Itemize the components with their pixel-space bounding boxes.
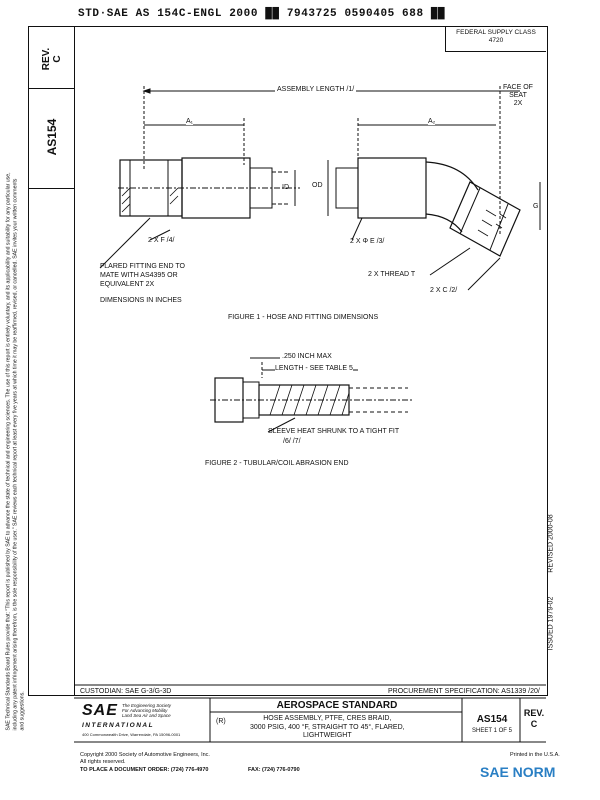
dimensions-note: DIMENSIONS IN INCHES [100,297,182,304]
copyright: Copyright 2000 Society of Automotive Eng… [80,752,210,758]
g-label: G [533,203,539,210]
arrow-left [142,88,151,94]
rights: All rights reserved. [80,759,126,765]
a2-label: A₂ [428,118,436,125]
watermark-logo: SAE NORM [480,764,556,780]
c-label: 2 X C /2/ [430,287,458,294]
length-label: LENGTH - SEE TABLE 5 [275,365,353,372]
flared-note: FLARED FITTING END TO MATE WITH AS4395 O… [100,263,185,288]
doc-number-title: AS154 [476,714,508,725]
printed-in: Printed in the U.S.A. [510,752,560,758]
rev-block-value: C [530,719,538,729]
sae-logo: SAE [82,702,118,719]
left-column [28,26,75,696]
federal-supply-box: FEDERAL SUPPLY CLASS 4720 [445,26,546,52]
order-line: TO PLACE A DOCUMENT ORDER: (724) 776-497… [80,767,209,773]
max-label: .250 INCH MAX [282,353,332,360]
sheet-number: SHEET 1 OF 5 [472,728,512,734]
sae-logo-block: SAE The Engineering Society For Advancin… [78,702,206,740]
drawing-frame [74,26,548,696]
a1-label: A₁ [186,118,194,125]
doc-number-cell: AS154 [28,88,74,189]
procurement-spec: PROCUREMENT SPECIFICATION: AS1339 /20/ [388,688,540,695]
issued-date: ISSUED 1979-02 [547,596,555,651]
id-label: ID [282,184,289,191]
document-title: HOSE ASSEMBLY, PTFE, CRES BRAID, 3000 PS… [250,715,405,739]
sleeve-label: SLEEVE HEAT SHRUNK TO A TIGHT FIT [268,428,400,435]
thread-label: 2 X THREAD T [368,271,416,278]
sae-international: INTERNATIONAL [82,722,155,729]
revised-date: REVISED 2000-08 [547,514,555,573]
figure1-caption: FIGURE 1 - HOSE AND FITTING DIMENSIONS [228,314,379,321]
assembly-length-label: ASSEMBLY LENGTH /1/ [275,86,357,93]
figure2-caption: FIGURE 2 - TUBULAR/COIL ABRASION END [205,460,349,467]
custodian: CUSTODIAN: SAE G-3/G-3D [80,688,172,695]
sae-address: 400 Commonwealth Drive, Warrendale, PA 1… [82,732,181,737]
f-label: 2 X F /4/ [148,237,175,244]
rev-cell: REV. C [28,26,74,89]
rev-block: REV. C [522,708,546,730]
federal-supply-label: FEDERAL SUPPLY CLASS [456,29,536,36]
od-label: OD [312,182,323,189]
rev-block-label: REV. [523,708,545,718]
sleeve-ref: /6/ /7/ [283,438,301,445]
federal-supply-value: 4720 [488,37,504,44]
fax-line: FAX: (724) 776-0790 [248,767,300,773]
standard-heading: AEROSPACE STANDARD [276,700,398,711]
sae-tagline: The Engineering Society For Advancing Mo… [122,703,172,718]
header-code: STD·SAE AS 154C-ENGL 2000 ██ 7943725 059… [78,8,446,20]
face-of-seat-label: FACE OF SEAT 2X [503,84,533,107]
r-mark: (R) [216,718,226,725]
e-label: 2 X Φ E /3/ [350,238,385,245]
